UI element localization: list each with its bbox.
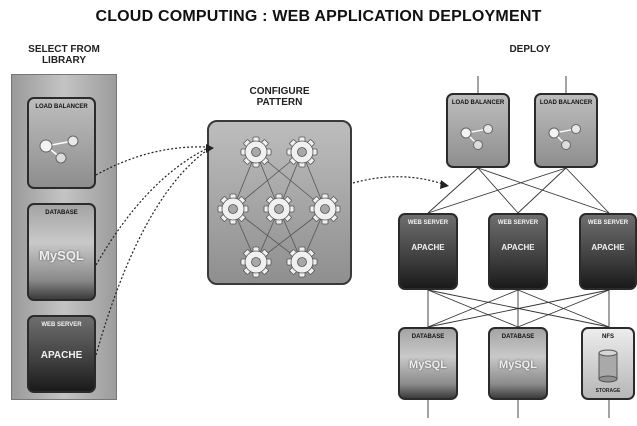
library-load-balancer-label: LOAD BALANCER [35, 104, 88, 110]
deploy-mesh [427, 76, 610, 418]
deploy-web-server-label: WEB SERVER [497, 220, 539, 226]
library-heading: SELECT FROM LIBRARY [28, 44, 100, 66]
nfs-caption: STORAGE [595, 388, 621, 394]
deploy-database-2[interactable]: DATABASE MySQL [488, 327, 548, 400]
apache-logo: APACHE [591, 243, 625, 252]
apache-logo: APACHE [501, 243, 535, 252]
library-database-label: DATABASE [45, 210, 78, 216]
deploy-database-label: DATABASE [501, 334, 535, 340]
apache-logo: APACHE [40, 350, 83, 361]
configure-heading: CONFIGURE PATTERN [249, 86, 310, 108]
storage-cylinder-icon [598, 349, 618, 383]
gear-icons [217, 136, 341, 278]
mysql-logo: MySQL [409, 359, 447, 371]
library-web-server[interactable]: WEB SERVER APACHE [27, 315, 96, 393]
arrow-head-icon [440, 180, 449, 189]
mysql-logo: MySQL [499, 359, 537, 371]
library-web-server-label: WEB SERVER [41, 322, 82, 328]
load-balancer-node-icon [39, 135, 79, 164]
library-database[interactable]: DATABASE MySQL [27, 203, 96, 301]
deploy-web-server-1[interactable]: WEB SERVER APACHE [398, 213, 458, 290]
deploy-web-server-label: WEB SERVER [407, 220, 449, 226]
deploy-database-label: DATABASE [411, 334, 445, 340]
deploy-web-server-label: WEB SERVER [587, 220, 629, 226]
deploy-load-balancer-2[interactable]: LOAD BALANCER [534, 93, 598, 168]
arrow-head-icon [206, 144, 214, 153]
apache-logo: APACHE [411, 243, 445, 252]
library-load-balancer[interactable]: LOAD BALANCER [27, 97, 96, 189]
deploy-database-1[interactable]: DATABASE MySQL [398, 327, 458, 400]
deploy-web-server-3[interactable]: WEB SERVER APACHE [579, 213, 637, 290]
deploy-nfs-storage[interactable]: NFS STORAGE [581, 327, 635, 400]
deploy-load-balancer-label: LOAD BALANCER [539, 100, 593, 106]
load-balancer-node-icon [548, 124, 581, 150]
deploy-load-balancer-1[interactable]: LOAD BALANCER [446, 93, 510, 168]
deploy-nfs-label: NFS [602, 334, 614, 340]
library-to-pattern-arrows [95, 146, 444, 356]
load-balancer-node-icon [460, 124, 493, 150]
deploy-load-balancer-label: LOAD BALANCER [451, 100, 505, 106]
page-title: CLOUD COMPUTING : WEB APPLICATION DEPLOY… [95, 8, 542, 25]
deploy-web-server-2[interactable]: WEB SERVER APACHE [488, 213, 548, 290]
mysql-logo: MySQL [39, 248, 84, 263]
deploy-heading: DEPLOY [509, 44, 551, 55]
